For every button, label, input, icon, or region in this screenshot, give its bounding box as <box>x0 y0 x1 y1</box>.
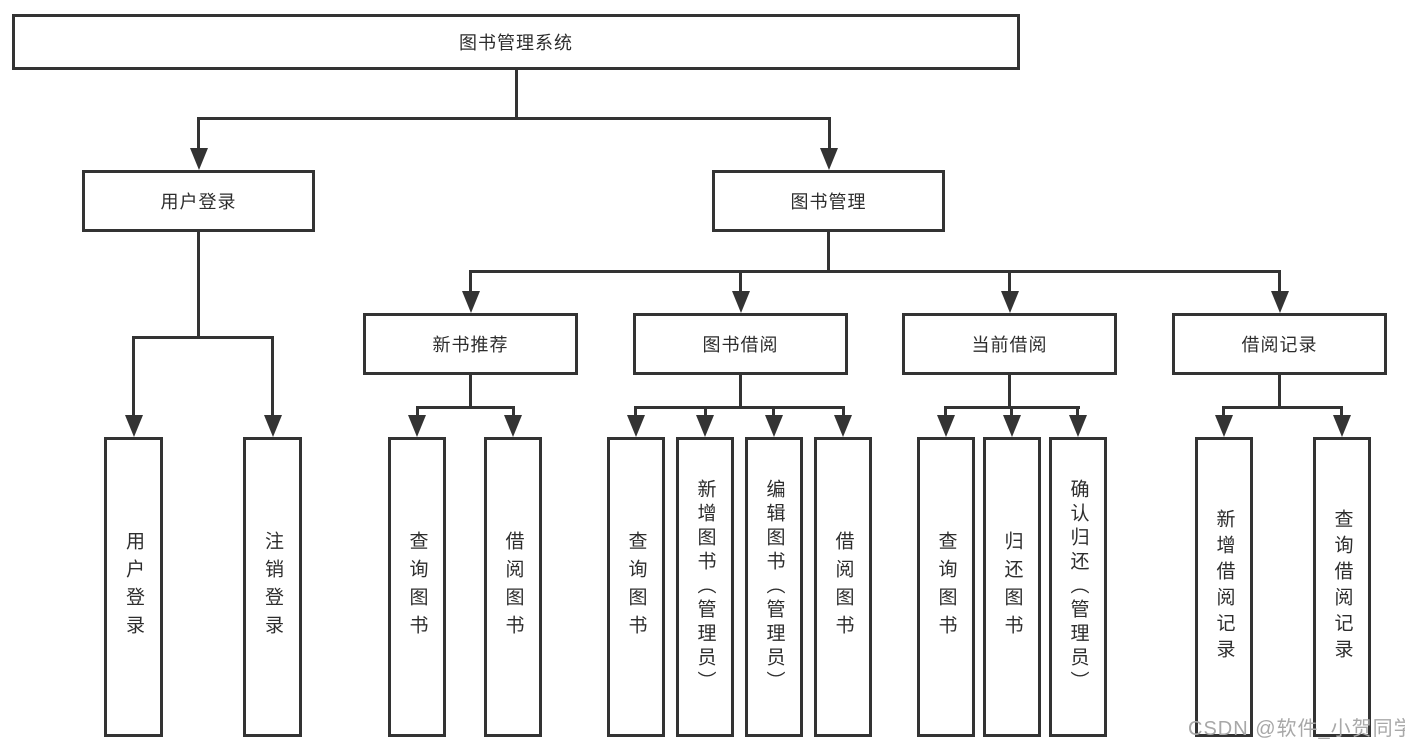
connector-line <box>944 406 947 417</box>
arrowhead-down-icon <box>937 415 955 437</box>
node-book-borrow: 图书借阅 <box>633 313 848 375</box>
connector-line <box>1010 406 1013 417</box>
connector-line <box>271 336 274 417</box>
csdn-watermark: CSDN @软件_小贺同学 <box>1188 718 1405 740</box>
node-book-borrow-label: 图书借阅 <box>702 335 779 355</box>
arrowhead-down-icon <box>834 415 852 437</box>
connector-line <box>739 375 742 408</box>
connector-line <box>842 406 845 417</box>
arrowhead-down-icon <box>504 415 522 437</box>
leaf-edit-books-admin-label: 编辑图书（管理员） <box>763 479 785 695</box>
arrowhead-down-icon <box>1333 415 1351 437</box>
leaf-user-login-label: 用户登录 <box>123 531 144 643</box>
leaf-confirm-return-admin: 确认归还（管理员） <box>1049 437 1107 737</box>
connector-line <box>469 375 472 408</box>
node-new-book-recommend: 新书推荐 <box>363 313 578 375</box>
node-current-borrow-label: 当前借阅 <box>971 335 1048 355</box>
leaf-add-borrow-record: 新增借阅记录 <box>1195 437 1253 737</box>
node-borrow-records-label: 借阅记录 <box>1241 335 1318 355</box>
arrowhead-down-icon <box>1069 415 1087 437</box>
arrowhead-down-icon <box>820 148 838 170</box>
leaf-user-login: 用户登录 <box>104 437 163 737</box>
leaf-query-books-2-label: 查询图书 <box>625 531 647 643</box>
leaf-query-borrow-record-label: 查询借阅记录 <box>1331 509 1353 665</box>
leaf-borrow-books-2-label: 借阅图书 <box>832 531 854 643</box>
leaf-borrow-books-1: 借阅图书 <box>484 437 542 737</box>
connector-line <box>634 406 845 409</box>
connector-line <box>416 406 419 417</box>
node-borrow-records: 借阅记录 <box>1172 313 1387 375</box>
leaf-add-books-admin-label: 新增图书（管理员） <box>694 479 716 695</box>
leaf-confirm-return-admin-label: 确认归还（管理员） <box>1067 479 1089 695</box>
node-new-book-recommend-label: 新书推荐 <box>432 335 509 355</box>
leaf-logout-label: 注销登录 <box>262 531 283 643</box>
leaf-borrow-books-1-label: 借阅图书 <box>502 531 524 643</box>
leaf-query-books-2: 查询图书 <box>607 437 665 737</box>
connector-line <box>772 406 775 417</box>
leaf-add-borrow-record-label: 新增借阅记录 <box>1213 509 1235 665</box>
arrowhead-down-icon <box>696 415 714 437</box>
connector-line <box>512 406 515 417</box>
connector-line <box>132 336 274 339</box>
connector-line <box>1008 270 1011 293</box>
connector-line <box>1340 406 1343 417</box>
leaf-add-books-admin: 新增图书（管理员） <box>676 437 734 737</box>
arrowhead-down-icon <box>732 291 750 313</box>
connector-line <box>1008 375 1011 408</box>
leaf-query-borrow-record: 查询借阅记录 <box>1313 437 1371 737</box>
leaf-logout: 注销登录 <box>243 437 302 737</box>
connector-line <box>469 270 472 293</box>
connector-line <box>634 406 637 417</box>
node-book-management: 图书管理 <box>712 170 945 232</box>
arrowhead-down-icon <box>408 415 426 437</box>
node-current-borrow: 当前借阅 <box>902 313 1117 375</box>
connector-line <box>469 270 1281 273</box>
arrowhead-down-icon <box>1003 415 1021 437</box>
connector-line <box>1222 406 1225 417</box>
leaf-edit-books-admin: 编辑图书（管理员） <box>745 437 803 737</box>
leaf-query-books-1-label: 查询图书 <box>406 531 428 643</box>
connector-line <box>1278 375 1281 408</box>
connector-line <box>416 406 515 409</box>
arrowhead-down-icon <box>190 148 208 170</box>
connector-line <box>1222 406 1343 409</box>
connector-line <box>704 406 707 417</box>
connector-line <box>1076 406 1079 417</box>
arrowhead-down-icon <box>1271 291 1289 313</box>
connector-line <box>828 117 831 150</box>
arrowhead-down-icon <box>765 415 783 437</box>
node-root-label: 图书管理系统 <box>459 33 573 53</box>
leaf-query-books-3-label: 查询图书 <box>935 531 957 643</box>
arrowhead-down-icon <box>1001 291 1019 313</box>
connector-line <box>197 232 200 338</box>
node-user-login: 用户登录 <box>82 170 315 232</box>
connector-line <box>197 117 200 150</box>
node-user-login-label: 用户登录 <box>160 192 237 212</box>
leaf-query-books-1: 查询图书 <box>388 437 446 737</box>
leaf-return-books: 归还图书 <box>983 437 1041 737</box>
connector-line <box>1278 270 1281 293</box>
leaf-query-books-3: 查询图书 <box>917 437 975 737</box>
connector-line <box>739 270 742 293</box>
connector-line <box>132 336 135 417</box>
connector-line <box>197 117 831 120</box>
arrowhead-down-icon <box>264 415 282 437</box>
leaf-borrow-books-2: 借阅图书 <box>814 437 872 737</box>
arrowhead-down-icon <box>125 415 143 437</box>
leaf-return-books-label: 归还图书 <box>1001 531 1023 643</box>
arrowhead-down-icon <box>1215 415 1233 437</box>
node-book-management-label: 图书管理 <box>790 192 867 212</box>
node-root: 图书管理系统 <box>12 14 1020 70</box>
arrowhead-down-icon <box>462 291 480 313</box>
connector-line <box>827 232 830 272</box>
connector-line <box>515 70 518 119</box>
arrowhead-down-icon <box>627 415 645 437</box>
